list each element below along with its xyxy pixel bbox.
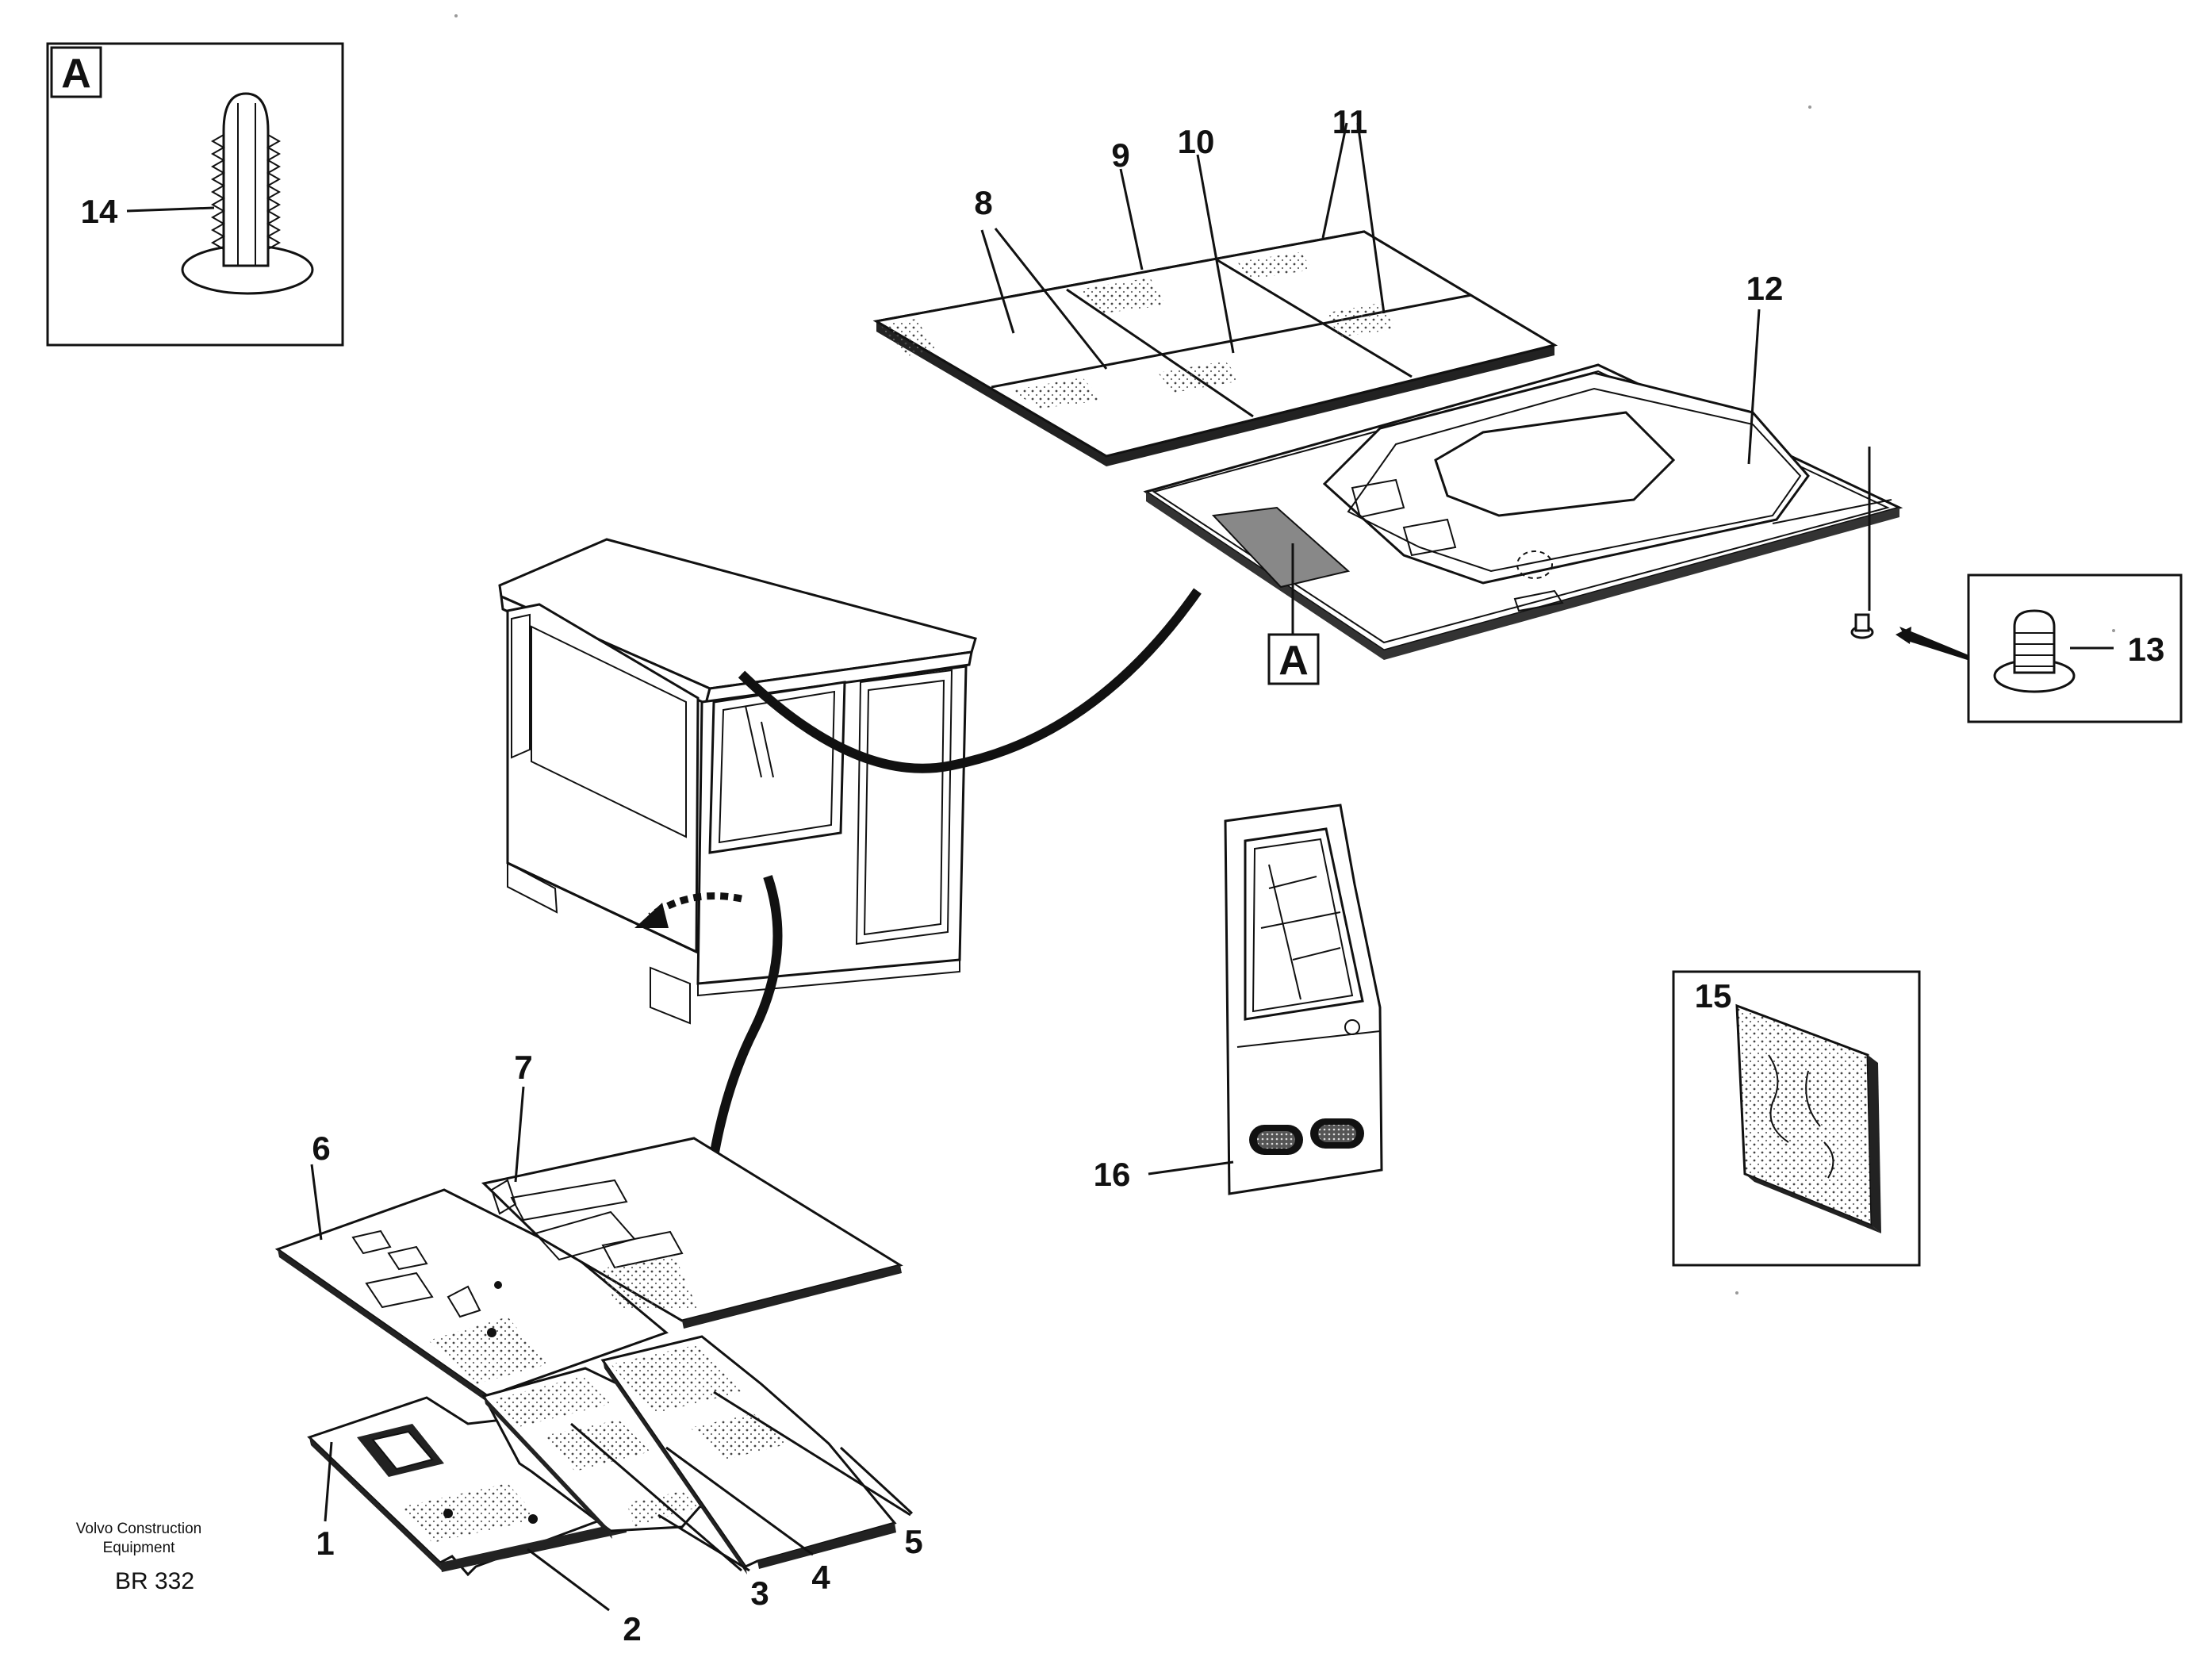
- floor-mat-7: [481, 1137, 903, 1329]
- manufacturer-line-2: Equipment: [103, 1540, 176, 1556]
- floor-mat-5: [600, 1335, 897, 1575]
- cab-body-icon: [498, 538, 977, 1025]
- callout-14: 14: [81, 193, 118, 230]
- push-rivet-clip-icon: [181, 92, 314, 295]
- callout-2: 2: [623, 1610, 641, 1647]
- drawing-code: BR 332: [115, 1568, 194, 1594]
- floor-mat-1-2: [307, 1396, 627, 1577]
- callout-11: 11: [1332, 103, 1367, 140]
- callout-12: 12: [1746, 270, 1784, 307]
- floor-mat-6: [274, 1188, 669, 1404]
- callout-10: 10: [1178, 123, 1215, 160]
- insulation-pad-icon: [1735, 1003, 1881, 1233]
- callout-5: 5: [904, 1523, 922, 1560]
- callout-3: 3: [750, 1575, 769, 1612]
- detail-13-inset: 13: [1967, 573, 2183, 723]
- detail-a-inset: A 14: [46, 42, 344, 347]
- callout-9: 9: [1111, 136, 1129, 174]
- rubber-plug-icon: [1993, 609, 2076, 693]
- callout-7: 7: [514, 1049, 532, 1086]
- cab-door-icon: [1224, 804, 1383, 1195]
- callout-1: 1: [316, 1525, 334, 1562]
- headliner-panels: [872, 230, 1558, 466]
- detail-15-inset: 15: [1672, 970, 1921, 1267]
- callout-4: 4: [811, 1559, 830, 1596]
- callout-16: 16: [1094, 1156, 1131, 1193]
- callout-13: 13: [2128, 631, 2165, 668]
- callout-15: 15: [1695, 977, 1732, 1015]
- rubber-plug-small: [1850, 613, 1874, 639]
- floor-mat-3-4: [481, 1367, 755, 1539]
- callout-6: 6: [312, 1130, 330, 1167]
- roof-inner-panel: [1143, 363, 1903, 660]
- callout-8: 8: [974, 184, 992, 221]
- detail-a-marker: A: [61, 51, 91, 97]
- detail-a-callout-marker: A: [1278, 638, 1309, 684]
- manufacturer-line-1: Volvo Construction: [76, 1521, 201, 1537]
